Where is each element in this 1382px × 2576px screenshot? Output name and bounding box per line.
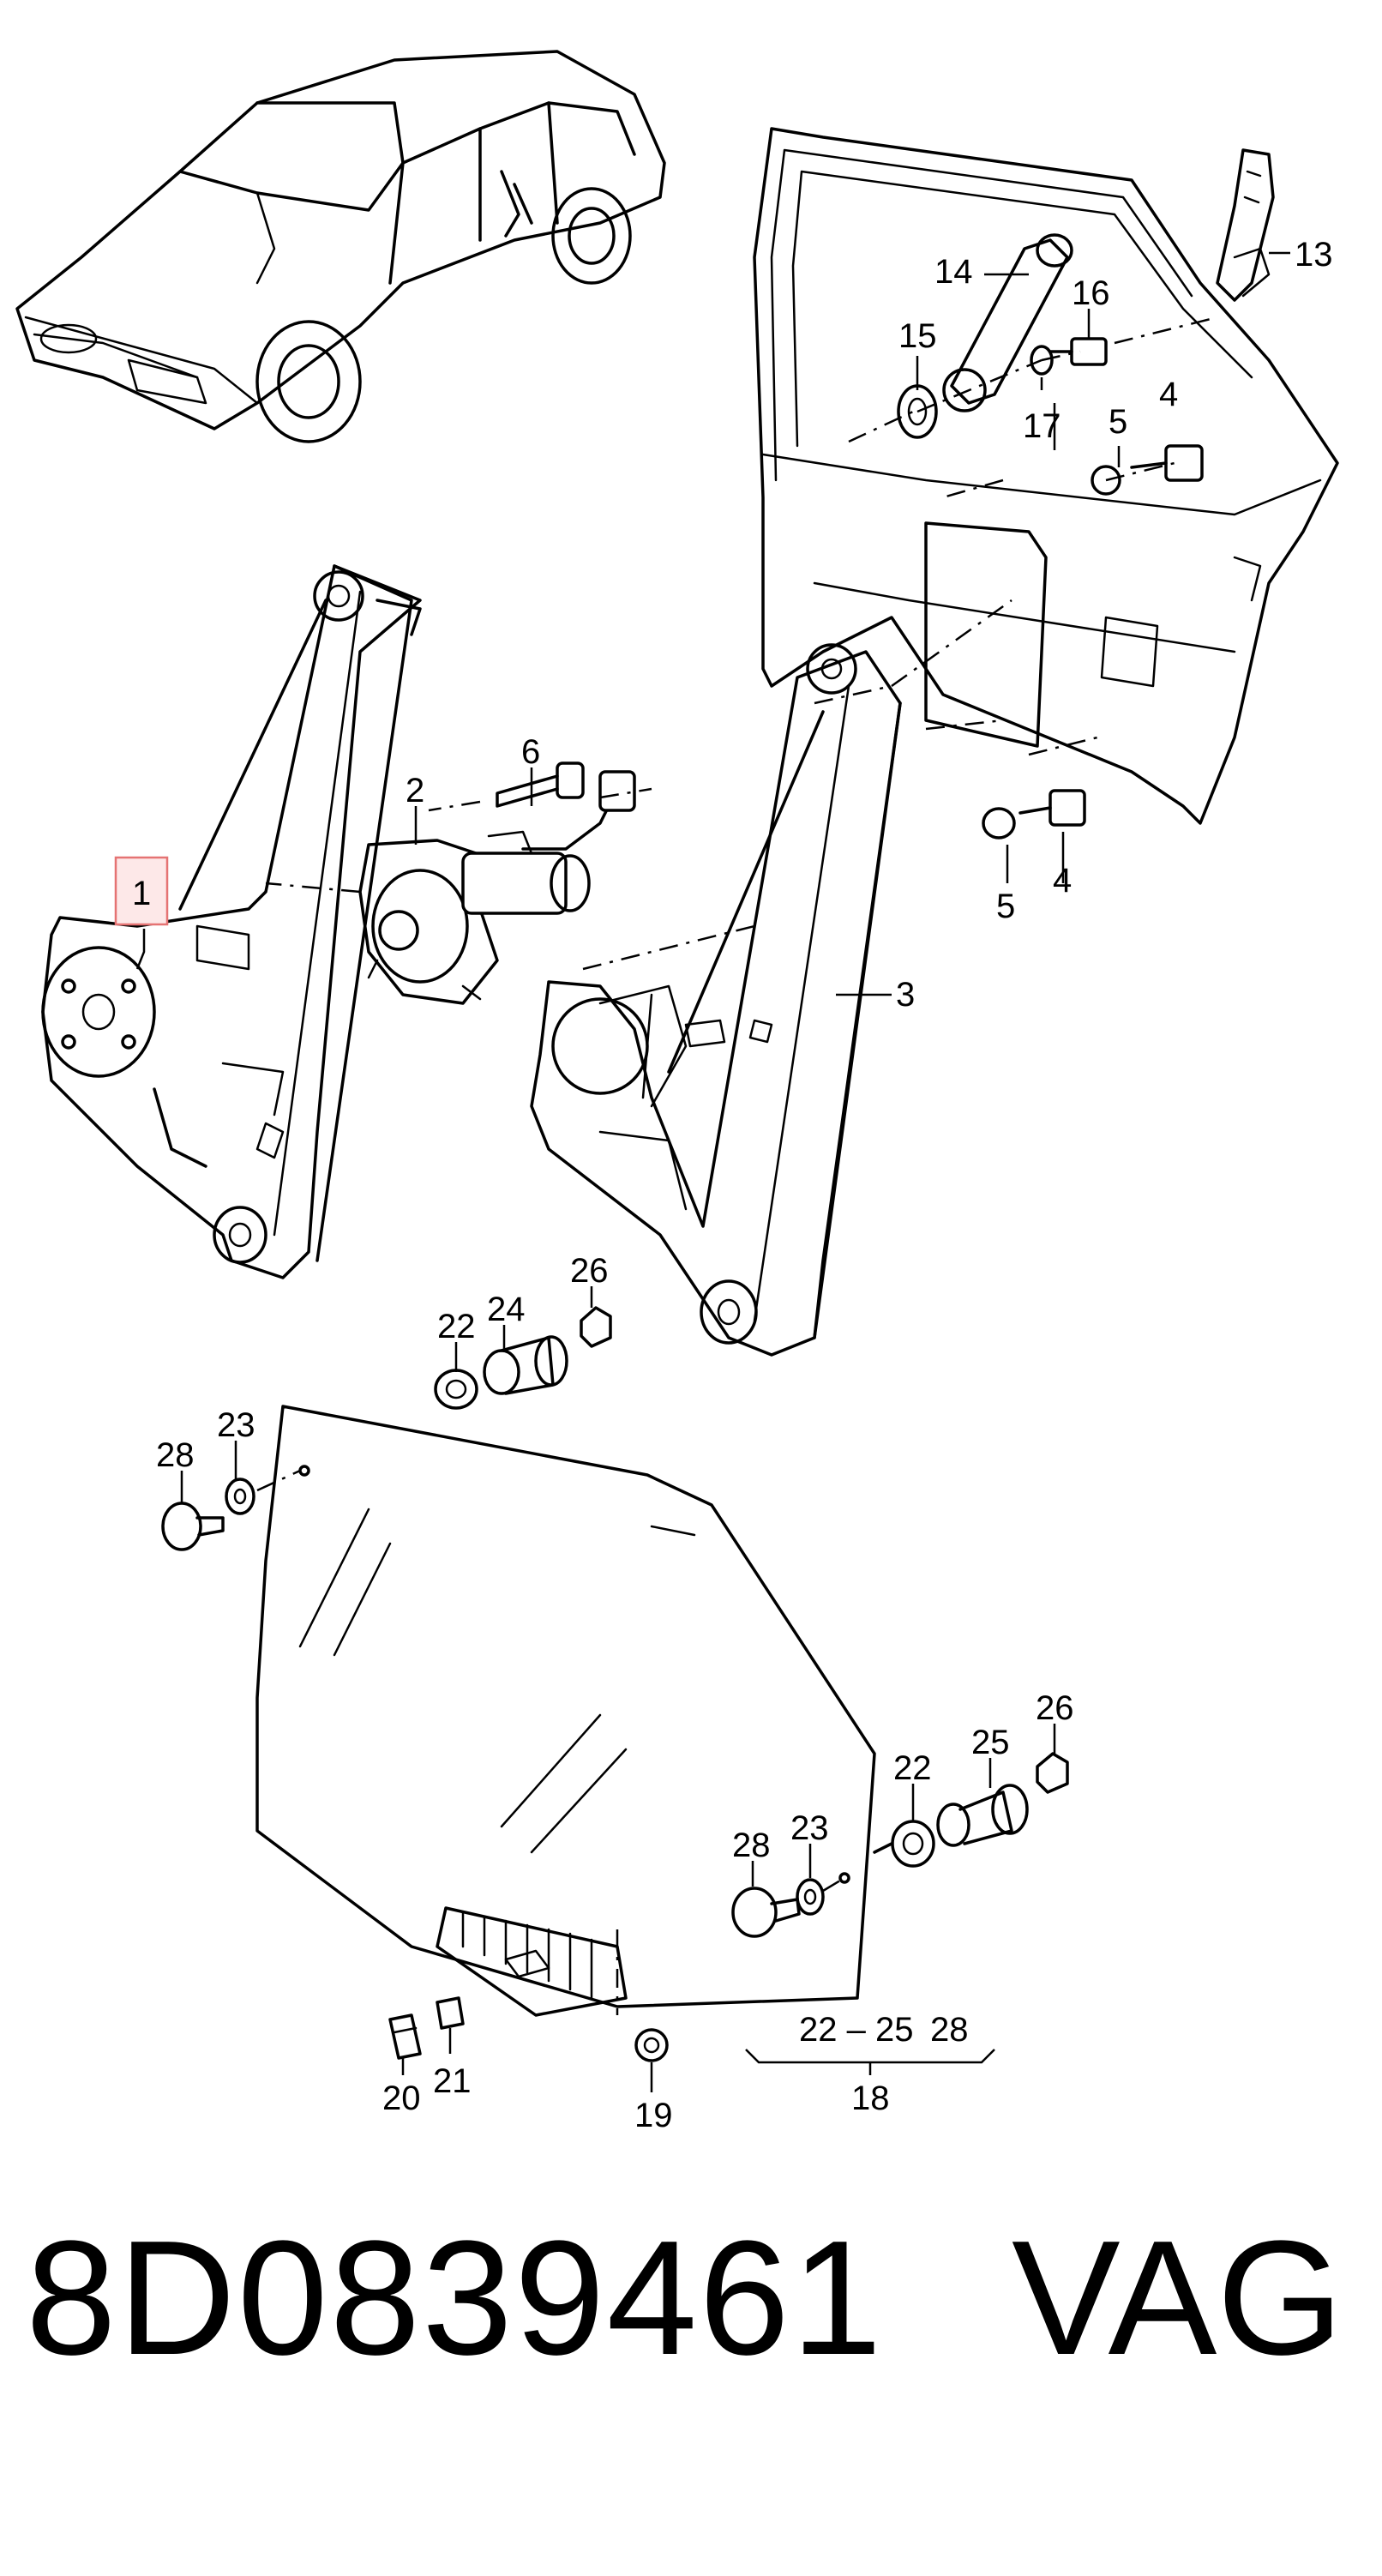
part-21-clip (436, 1996, 465, 2030)
callout-26-right: 26 (1036, 1689, 1074, 1727)
part-23-washer-right (796, 1878, 825, 1916)
callout-5-washer-right: 5 (996, 888, 1015, 925)
callout-5-washer-top: 5 (1109, 403, 1127, 441)
callout-19: 19 (634, 2097, 673, 2134)
window-glass (255, 1405, 876, 2008)
part-26-clip-upper (580, 1306, 612, 1348)
part-5-washer-top (1091, 465, 1121, 496)
callout-18: 18 (851, 2079, 890, 2117)
part-24-pin (483, 1335, 568, 1395)
leader-lines (135, 251, 1290, 2092)
callout-23-left: 23 (217, 1406, 255, 1444)
part-14-handle (942, 233, 1073, 412)
part-18-kit-bracket (745, 2049, 995, 2075)
callout-22-upper: 22 (437, 1308, 476, 1345)
part-22-grommet-right (873, 1820, 935, 1868)
part-26-clip-right (1036, 1752, 1069, 1794)
part-28-cap-left (161, 1502, 225, 1551)
part-4-bolt-top (1130, 444, 1204, 482)
part-6-bolt (496, 761, 585, 808)
callout-17: 17 (1023, 407, 1061, 445)
part-3-window-regulator (530, 643, 902, 1357)
callout-1: 1 (132, 875, 151, 912)
callout-28-right: 28 (732, 1827, 771, 1864)
part-number: 8D0839461 (26, 2207, 884, 2389)
part-5-washer-right (982, 807, 1016, 840)
callout-4-bolt-right: 4 (1053, 862, 1072, 900)
part-28-cap-right (731, 1887, 801, 1938)
callout-1-highlight (114, 856, 169, 926)
callout-20: 20 (382, 2079, 421, 2117)
car-illustration (15, 50, 666, 443)
part-17-washer (1030, 345, 1054, 376)
glass-channel (436, 1906, 628, 2017)
callout-22-right: 22 (893, 1749, 932, 1787)
callout-6: 6 (521, 733, 540, 771)
callout-28-left: 28 (156, 1436, 195, 1474)
part-1-window-regulator (41, 564, 422, 1279)
part-13-trim (1216, 148, 1275, 302)
callout-26-upper: 26 (570, 1252, 609, 1290)
part-19-grommet (634, 2028, 669, 2062)
part-16-screw (1049, 337, 1108, 366)
part-4-bolt-right (1018, 789, 1086, 827)
callout-18-range: 22 – 25 (799, 2011, 913, 2049)
exploded-parts-diagram: 1 2 6 3 4 5 5 4 13 14 15 16 17 26 22 24 … (15, 50, 1339, 2134)
callout-13: 13 (1295, 236, 1333, 274)
callout-16: 16 (1072, 274, 1110, 312)
callout-25: 25 (971, 1724, 1010, 1761)
callout-labels: 1 2 6 3 4 5 5 4 13 14 15 16 17 26 22 24 … (132, 236, 1333, 2134)
callout-24: 24 (487, 1291, 526, 1328)
part-22-grommet-upper (434, 1369, 478, 1410)
part-20-clip (388, 2013, 422, 2060)
callout-21: 21 (433, 2062, 472, 2100)
part-23-washer-left (225, 1478, 255, 1515)
callout-15: 15 (898, 317, 937, 355)
callout-14: 14 (934, 253, 973, 291)
callout-2: 2 (406, 772, 424, 810)
callout-18-extra: 28 (930, 2011, 969, 2049)
part-2-window-motor (358, 770, 636, 1005)
callout-23-right: 23 (790, 1809, 829, 1847)
part-25-pin (936, 1784, 1029, 1847)
callout-4-bolt-top: 4 (1159, 376, 1178, 413)
door-frame (753, 127, 1339, 825)
callout-3: 3 (896, 976, 915, 1014)
brand-name: VAG (1012, 2207, 1344, 2389)
